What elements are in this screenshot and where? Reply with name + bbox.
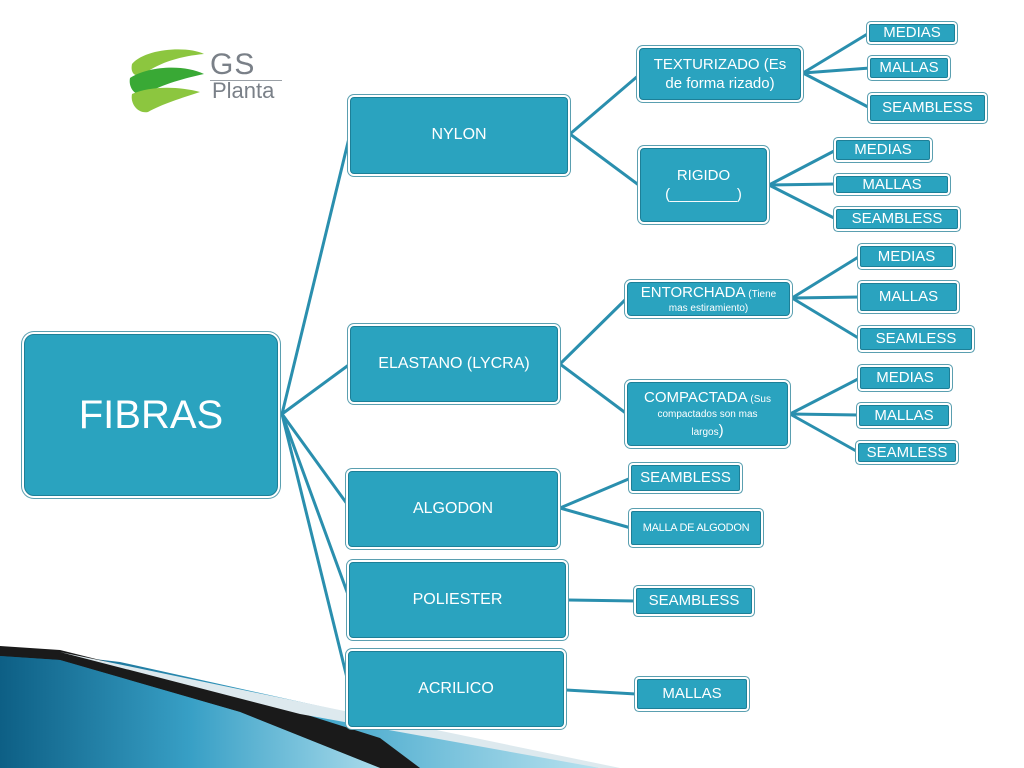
compactada-name: COMPACTADA <box>644 389 748 406</box>
connector-line <box>280 412 352 510</box>
texturizado-label-line2: de forma rizado) <box>665 75 775 92</box>
connector-line <box>788 376 862 416</box>
elastano-name: ELASTANO <box>378 354 463 372</box>
node-algodon-label: ALGODON <box>412 499 493 517</box>
leaf-label: SEAMBLESS <box>640 469 731 487</box>
entorchada-note-b: mas estiramiento) <box>668 303 749 315</box>
node-elastano: ELASTANO (LYCRA) <box>350 326 558 402</box>
node-compactada: COMPACTADA (Sus compactados son mas larg… <box>627 382 788 446</box>
node-acrilico-label: ACRILICO <box>418 679 494 697</box>
elastano-lycra-note: (LYCRA) <box>462 354 530 372</box>
node-algodon: ALGODON <box>348 471 558 547</box>
connector-line <box>801 71 872 110</box>
leaf-label: MALLA DE ALGODON <box>642 521 750 534</box>
connector-line <box>568 132 642 188</box>
connector-line <box>564 688 639 696</box>
connector-line <box>801 31 871 75</box>
leaf-label: MEDIAS <box>854 141 912 159</box>
connector-line <box>790 295 862 300</box>
connector-line <box>558 506 633 530</box>
compactada-note-b: compactados son mas <box>657 408 758 420</box>
leaf-compactada-mallas: MALLAS <box>859 405 949 426</box>
connector-line <box>767 183 838 221</box>
connector-line <box>788 412 860 454</box>
corner-swoosh-decoration <box>0 646 620 768</box>
connector-line <box>801 66 872 75</box>
connector-line <box>790 296 862 341</box>
node-fibras-label: FIBRAS <box>78 393 224 437</box>
leaf-label: MALLAS <box>878 288 939 306</box>
leaf-label: MALLAS <box>662 685 722 703</box>
leaf-texturizado-seambless: SEAMBLESS <box>870 95 985 121</box>
node-acrilico: ACRILICO <box>348 651 564 727</box>
connector-line <box>280 412 352 602</box>
leaf-poliester-seambless: SEAMBLESS <box>636 588 752 614</box>
compactada-label-line1: COMPACTADA (Sus <box>644 388 771 408</box>
connector-line <box>790 254 862 300</box>
node-entorchada: ENTORCHADA (Tiene mas estiramiento) <box>627 282 790 316</box>
leaf-entorchada-medias: MEDIAS <box>860 246 953 267</box>
compactada-note-d: ) <box>718 421 724 439</box>
entorchada-name: ENTORCHADA <box>640 283 746 301</box>
connector-line <box>558 476 633 510</box>
leaf-entorchada-mallas: MALLAS <box>860 283 957 311</box>
leaf-label: SEAMLESS <box>866 443 948 461</box>
connector-line <box>280 362 352 416</box>
leaf-algodon-malla-de-algodon: MALLA DE ALGODON <box>631 511 761 545</box>
leaf-compactada-medias: MEDIAS <box>860 367 950 389</box>
compactada-note-a: (Sus <box>747 394 771 405</box>
node-nylon: NYLON <box>350 97 568 174</box>
connector-line <box>280 132 352 416</box>
logo-text-gs: GS <box>210 48 256 81</box>
rigido-label-line1: RIGIDO <box>676 166 731 184</box>
leaf-label: MEDIAS <box>876 369 934 387</box>
compactada-note-c: largos <box>691 426 719 438</box>
leaf-label: MEDIAS <box>883 24 941 42</box>
connector-line <box>558 296 629 366</box>
leaf-label: MALLAS <box>874 406 934 424</box>
leaf-label: MALLAS <box>879 59 939 77</box>
node-fibras: FIBRAS <box>24 334 278 496</box>
leaf-rigido-mallas: MALLAS <box>836 176 948 193</box>
connector-line <box>280 412 352 692</box>
connector-line <box>767 182 838 187</box>
leaf-entorchada-seamless: SEAMLESS <box>860 328 972 350</box>
leaf-texturizado-mallas: MALLAS <box>870 58 948 78</box>
leaf-acrilico-mallas: MALLAS <box>637 679 747 709</box>
connector-line <box>566 598 638 603</box>
connector-line <box>788 412 861 417</box>
node-poliester-label: POLIESTER <box>412 590 503 608</box>
node-nylon-label: NYLON <box>431 126 487 144</box>
entorchada-note-a: (Tiene <box>745 288 777 300</box>
entorchada-label-line1: ENTORCHADA (Tiene <box>641 283 777 303</box>
node-elastano-label: ELASTANO (LYCRA) <box>378 354 529 375</box>
compactada-label-line3: largos) <box>691 421 723 441</box>
leaf-texturizado-medias: MEDIAS <box>869 24 955 42</box>
logo-divider <box>210 80 282 81</box>
leaf-compactada-seamless: SEAMLESS <box>858 443 956 462</box>
node-texturizado: TEXTURIZADO (Es de forma rizado) <box>639 48 801 100</box>
connector-line <box>558 362 629 416</box>
leaf-label: SEAMLESS <box>875 330 957 348</box>
texturizado-label-line1: TEXTURIZADO (Es <box>653 55 787 73</box>
leaf-label: MALLAS <box>862 175 922 193</box>
leaf-algodon-seambless: SEAMBLESS <box>631 465 740 491</box>
leaf-label: SEAMBLESS <box>882 99 973 117</box>
logo-text-planta: Planta <box>212 78 275 103</box>
connector-line <box>767 148 838 187</box>
leaf-rigido-medias: MEDIAS <box>836 140 930 160</box>
leaf-label: SEAMBLESS <box>648 592 740 610</box>
rigido-label-line2: (________) <box>665 186 742 203</box>
gs-planta-logo-icon <box>129 49 204 113</box>
leaf-label: SEAMBLESS <box>851 210 943 228</box>
leaf-rigido-seambless: SEAMBLESS <box>836 209 958 229</box>
node-rigido: RIGIDO (________) <box>640 148 767 222</box>
node-poliester: POLIESTER <box>349 562 566 638</box>
connector-line <box>568 73 641 136</box>
leaf-label: MEDIAS <box>877 247 936 265</box>
